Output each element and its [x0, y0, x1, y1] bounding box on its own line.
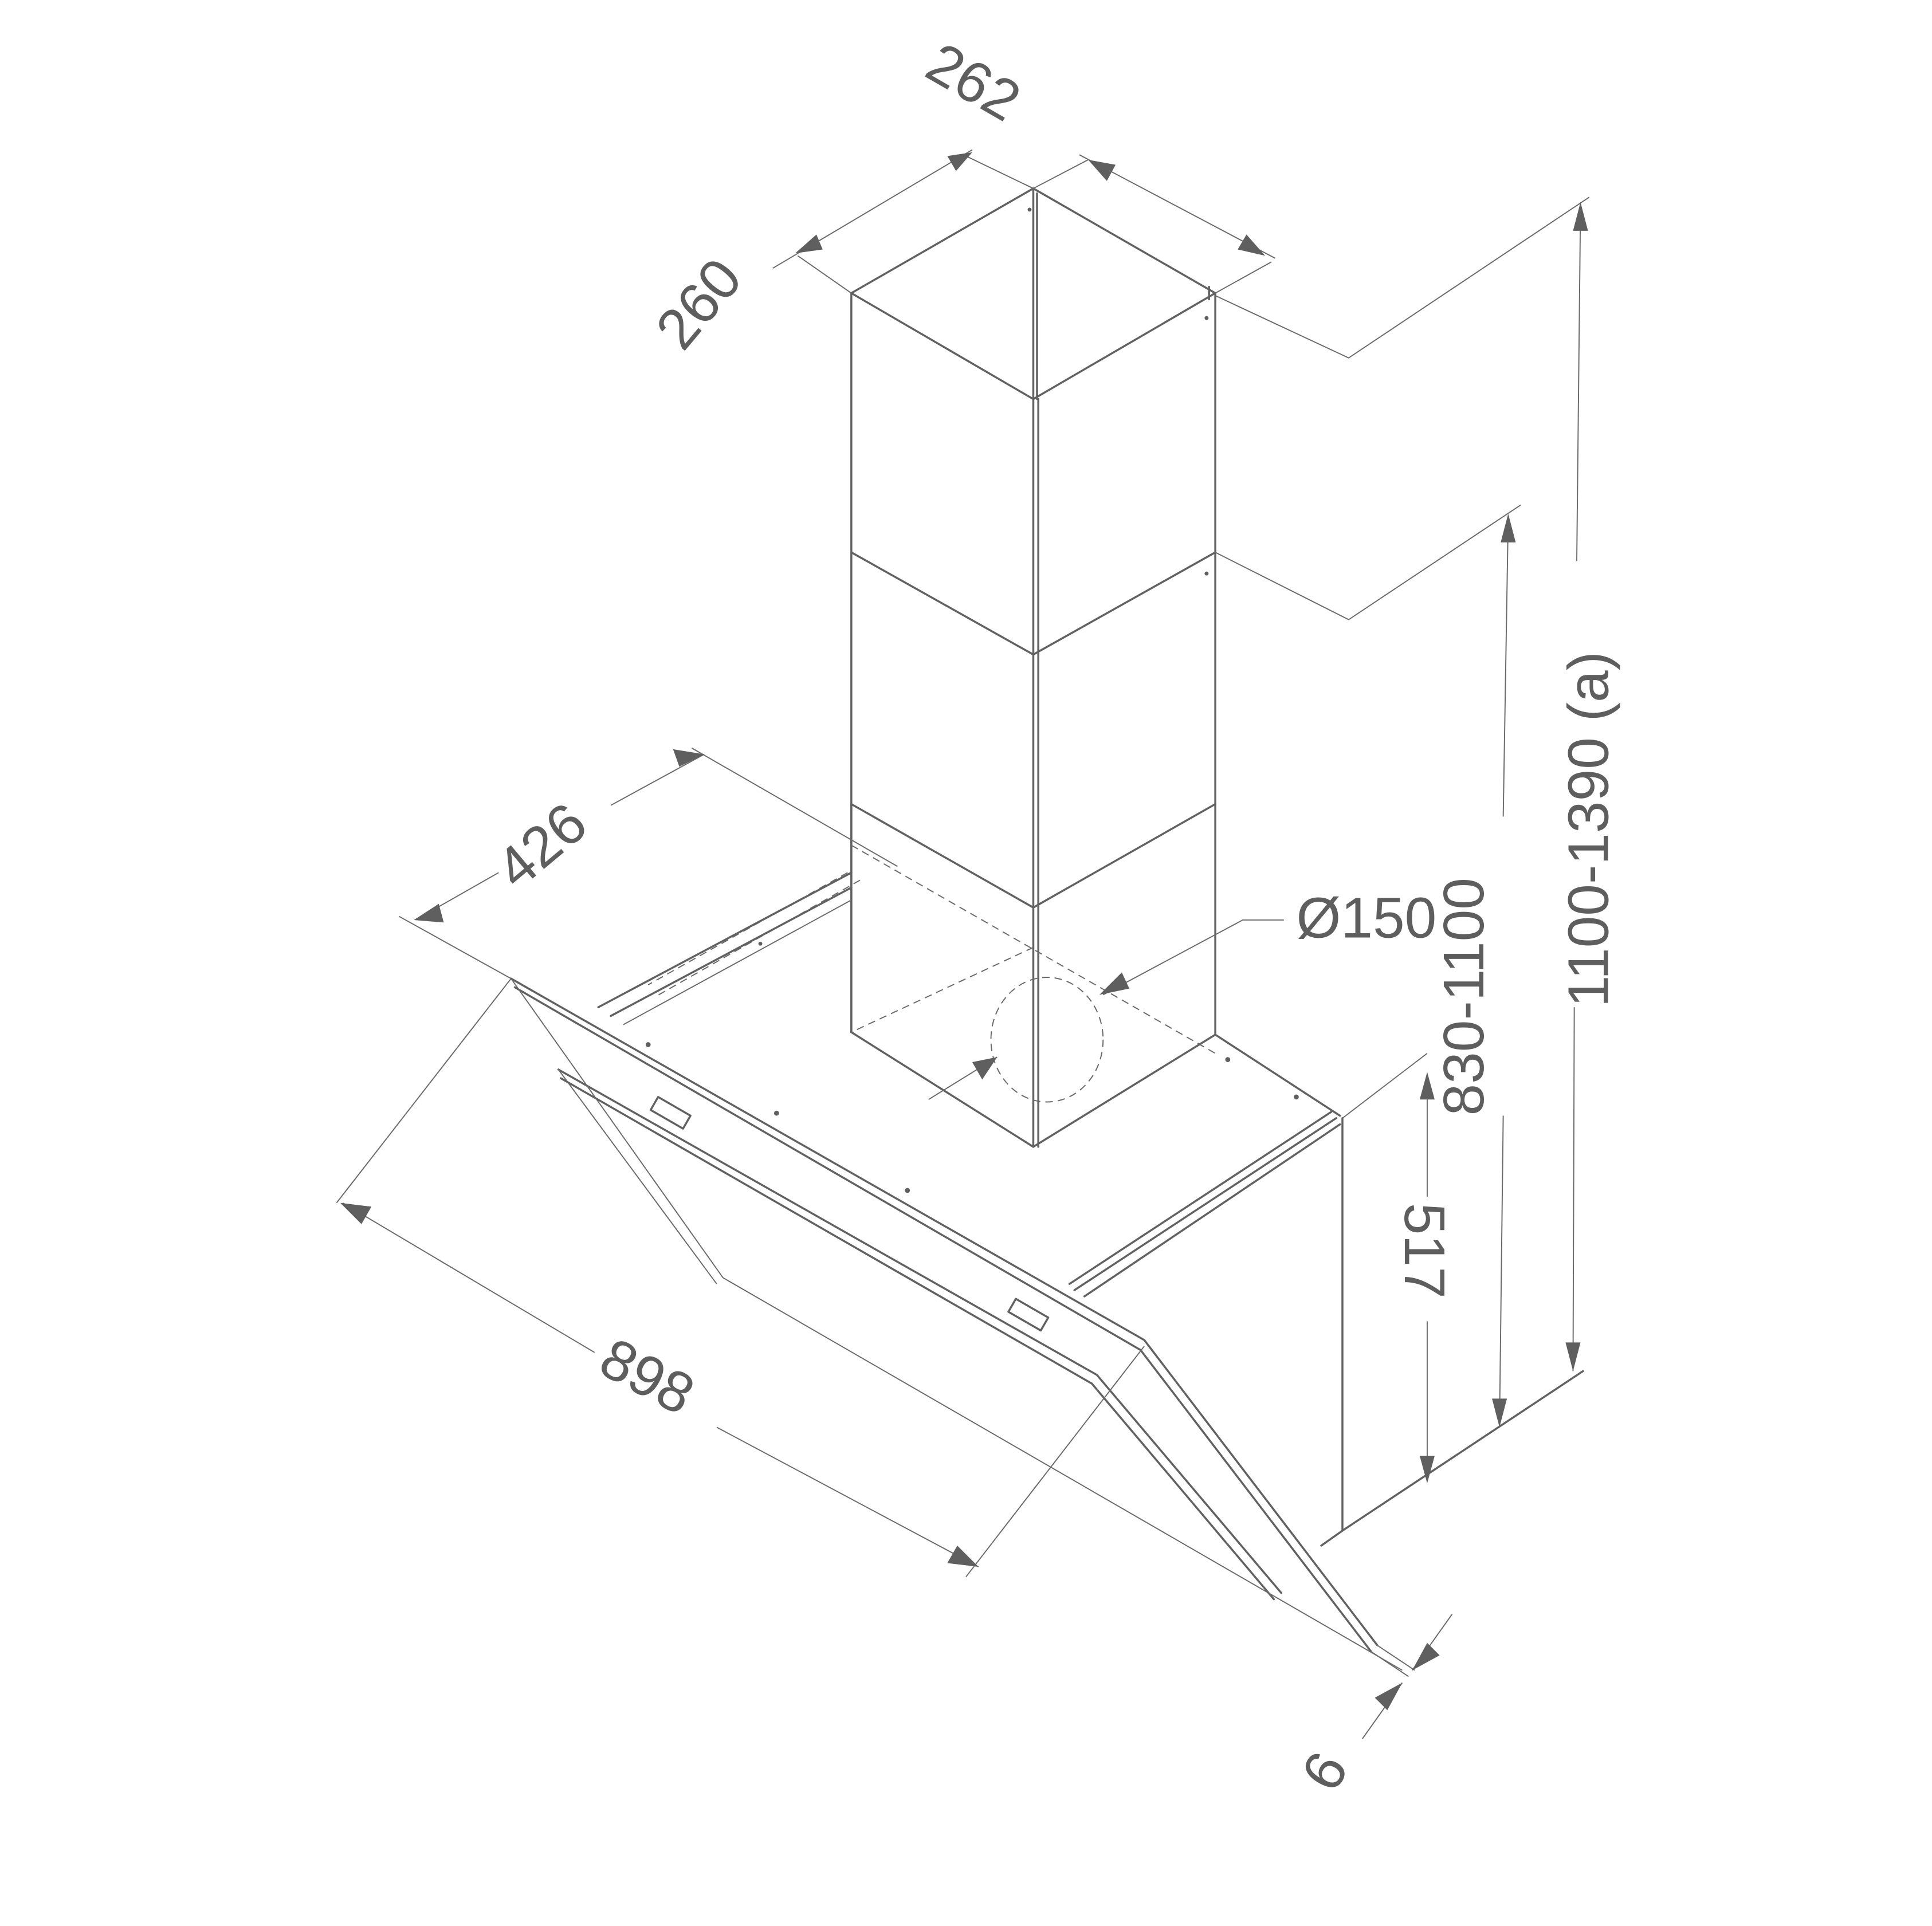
dim-830-1100: 830-1100 — [1215, 504, 1521, 1428]
dim-150-label: Ø150 — [1297, 886, 1437, 950]
dim-426-label: 426 — [484, 791, 599, 901]
dim-1100-1390: 1100-1390 (a) — [1215, 196, 1620, 1371]
dim-260: 260 — [643, 149, 1034, 361]
dim-6: 6 — [1289, 1614, 1453, 1801]
dim-898-label: 898 — [590, 1326, 705, 1427]
dim-260-label: 260 — [643, 246, 754, 361]
dim-830-1100-label: 830-1100 — [1432, 878, 1496, 1115]
dim-262: 262 — [916, 30, 1275, 294]
hood-body — [597, 871, 1584, 1547]
dim-517: 517 — [1342, 1052, 1456, 1484]
dim-426: 426 — [398, 747, 898, 980]
dim-898: 898 — [336, 978, 1145, 1578]
hidden-lines — [647, 844, 1216, 1103]
glass-panel — [510, 977, 1403, 1671]
dim-262-label: 262 — [916, 30, 1031, 133]
dim-1100-1390-label: 1100-1390 (a) — [1556, 651, 1620, 1007]
dim-diameter: Ø150 — [928, 886, 1437, 1100]
chimney — [850, 187, 1216, 1148]
dim-517-label: 517 — [1392, 1203, 1456, 1299]
dim-6-label: 6 — [1289, 1742, 1361, 1801]
